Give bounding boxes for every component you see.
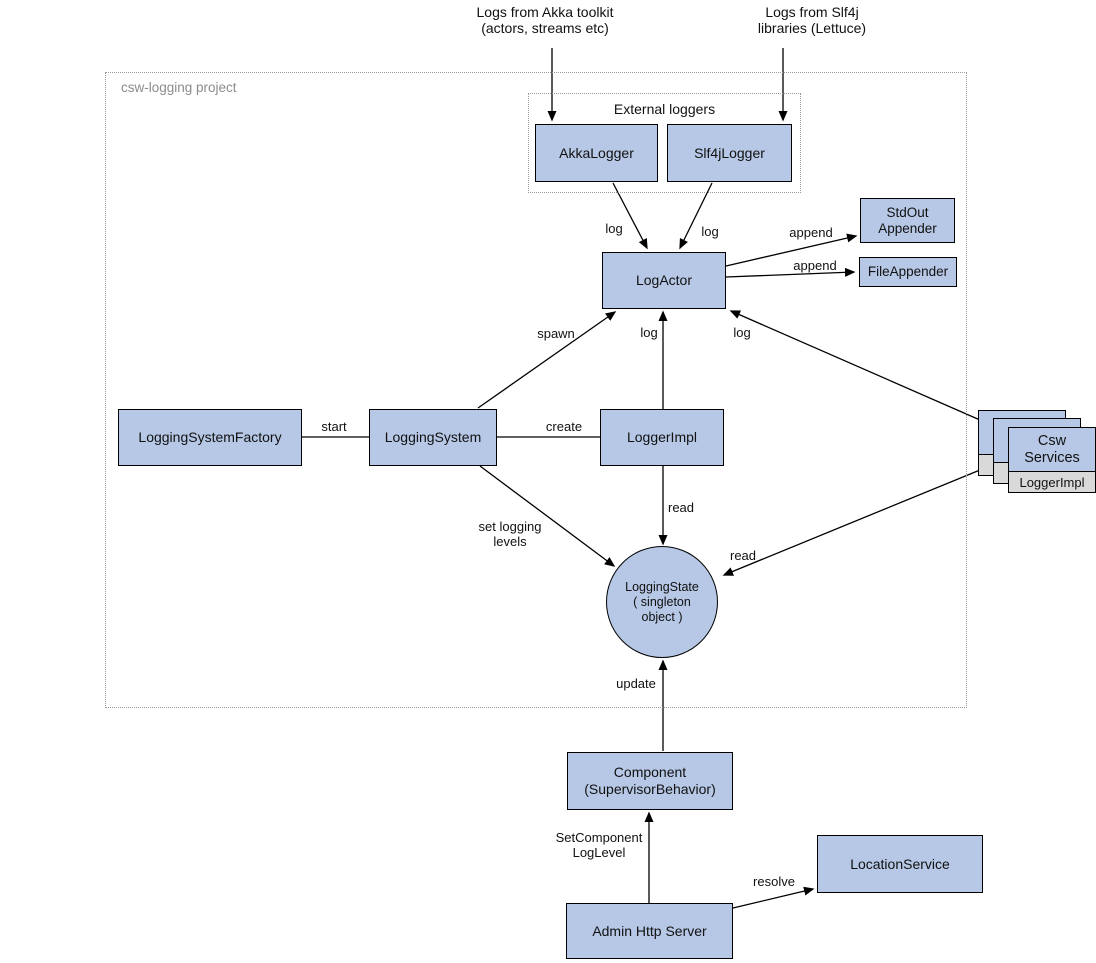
csw-logging-project-label: csw-logging project xyxy=(121,80,237,95)
edge-admin-resolve-locationservice xyxy=(732,886,815,909)
node-logging-system: LoggingSystem xyxy=(369,409,497,466)
csw-logging-project-boundary xyxy=(105,72,967,708)
csw-services-card-front: Csw Services LoggerImpl xyxy=(1008,427,1096,493)
edge-logactor-to-stdout xyxy=(725,233,858,267)
edge-cswservices-log-logactor xyxy=(729,310,981,421)
node-admin-http-server: Admin Http Server xyxy=(566,903,733,959)
node-logger-impl: LoggerImpl xyxy=(600,409,724,466)
label-log-csw: log xyxy=(733,325,751,340)
akka-logs-note: Logs from Akka toolkit (actors, streams … xyxy=(476,4,614,36)
label-create: create xyxy=(545,419,583,434)
edge-loggingsystem-spawn-logactor xyxy=(477,311,617,409)
csw-services-label: Csw Services xyxy=(1024,433,1080,466)
label-start: start xyxy=(321,419,347,434)
label-read-csw: read xyxy=(729,548,757,563)
label-resolve: resolve xyxy=(753,874,795,889)
node-slf4j-logger: Slf4jLogger xyxy=(667,124,792,182)
label-log-slf4j: log xyxy=(701,224,719,239)
label-update: update xyxy=(616,676,656,691)
node-component: Component (SupervisorBehavior) xyxy=(567,752,733,810)
node-logging-state: LoggingState ( singleton object ) xyxy=(606,546,718,658)
edge-akkalogger-to-logactor xyxy=(612,182,648,250)
label-spawn: spawn xyxy=(537,326,575,341)
external-loggers-boundary xyxy=(528,93,801,193)
label-append-stdout: append xyxy=(789,225,833,240)
node-logging-system-factory: LoggingSystemFactory xyxy=(118,409,302,466)
label-log-akka: log xyxy=(605,221,623,236)
label-set-logging-levels: set logging levels xyxy=(478,519,542,549)
label-log-impl: log xyxy=(640,325,658,340)
edge-cswservices-read-state xyxy=(722,469,981,576)
node-log-actor: LogActor xyxy=(602,252,726,309)
edge-slf4jlogger-to-logactor xyxy=(679,182,713,250)
label-append-file: append xyxy=(793,258,837,273)
csw-logger-impl-label: LoggerImpl xyxy=(1009,471,1095,492)
label-read-impl: read xyxy=(667,500,695,515)
node-akka-logger: AkkaLogger xyxy=(535,124,658,182)
edge-loggingsystem-setlevels-state xyxy=(479,465,616,567)
label-set-component-log-level: SetComponent LogLevel xyxy=(555,830,643,860)
external-loggers-label: External loggers xyxy=(613,101,716,117)
edge-logactor-to-fileappender xyxy=(725,267,856,278)
slf4j-logs-note: Logs from Slf4j libraries (Lettuce) xyxy=(757,4,867,36)
node-file-appender: FileAppender xyxy=(859,257,957,287)
node-location-service: LocationService xyxy=(817,835,983,893)
node-stdout-appender: StdOut Appender xyxy=(860,198,955,243)
